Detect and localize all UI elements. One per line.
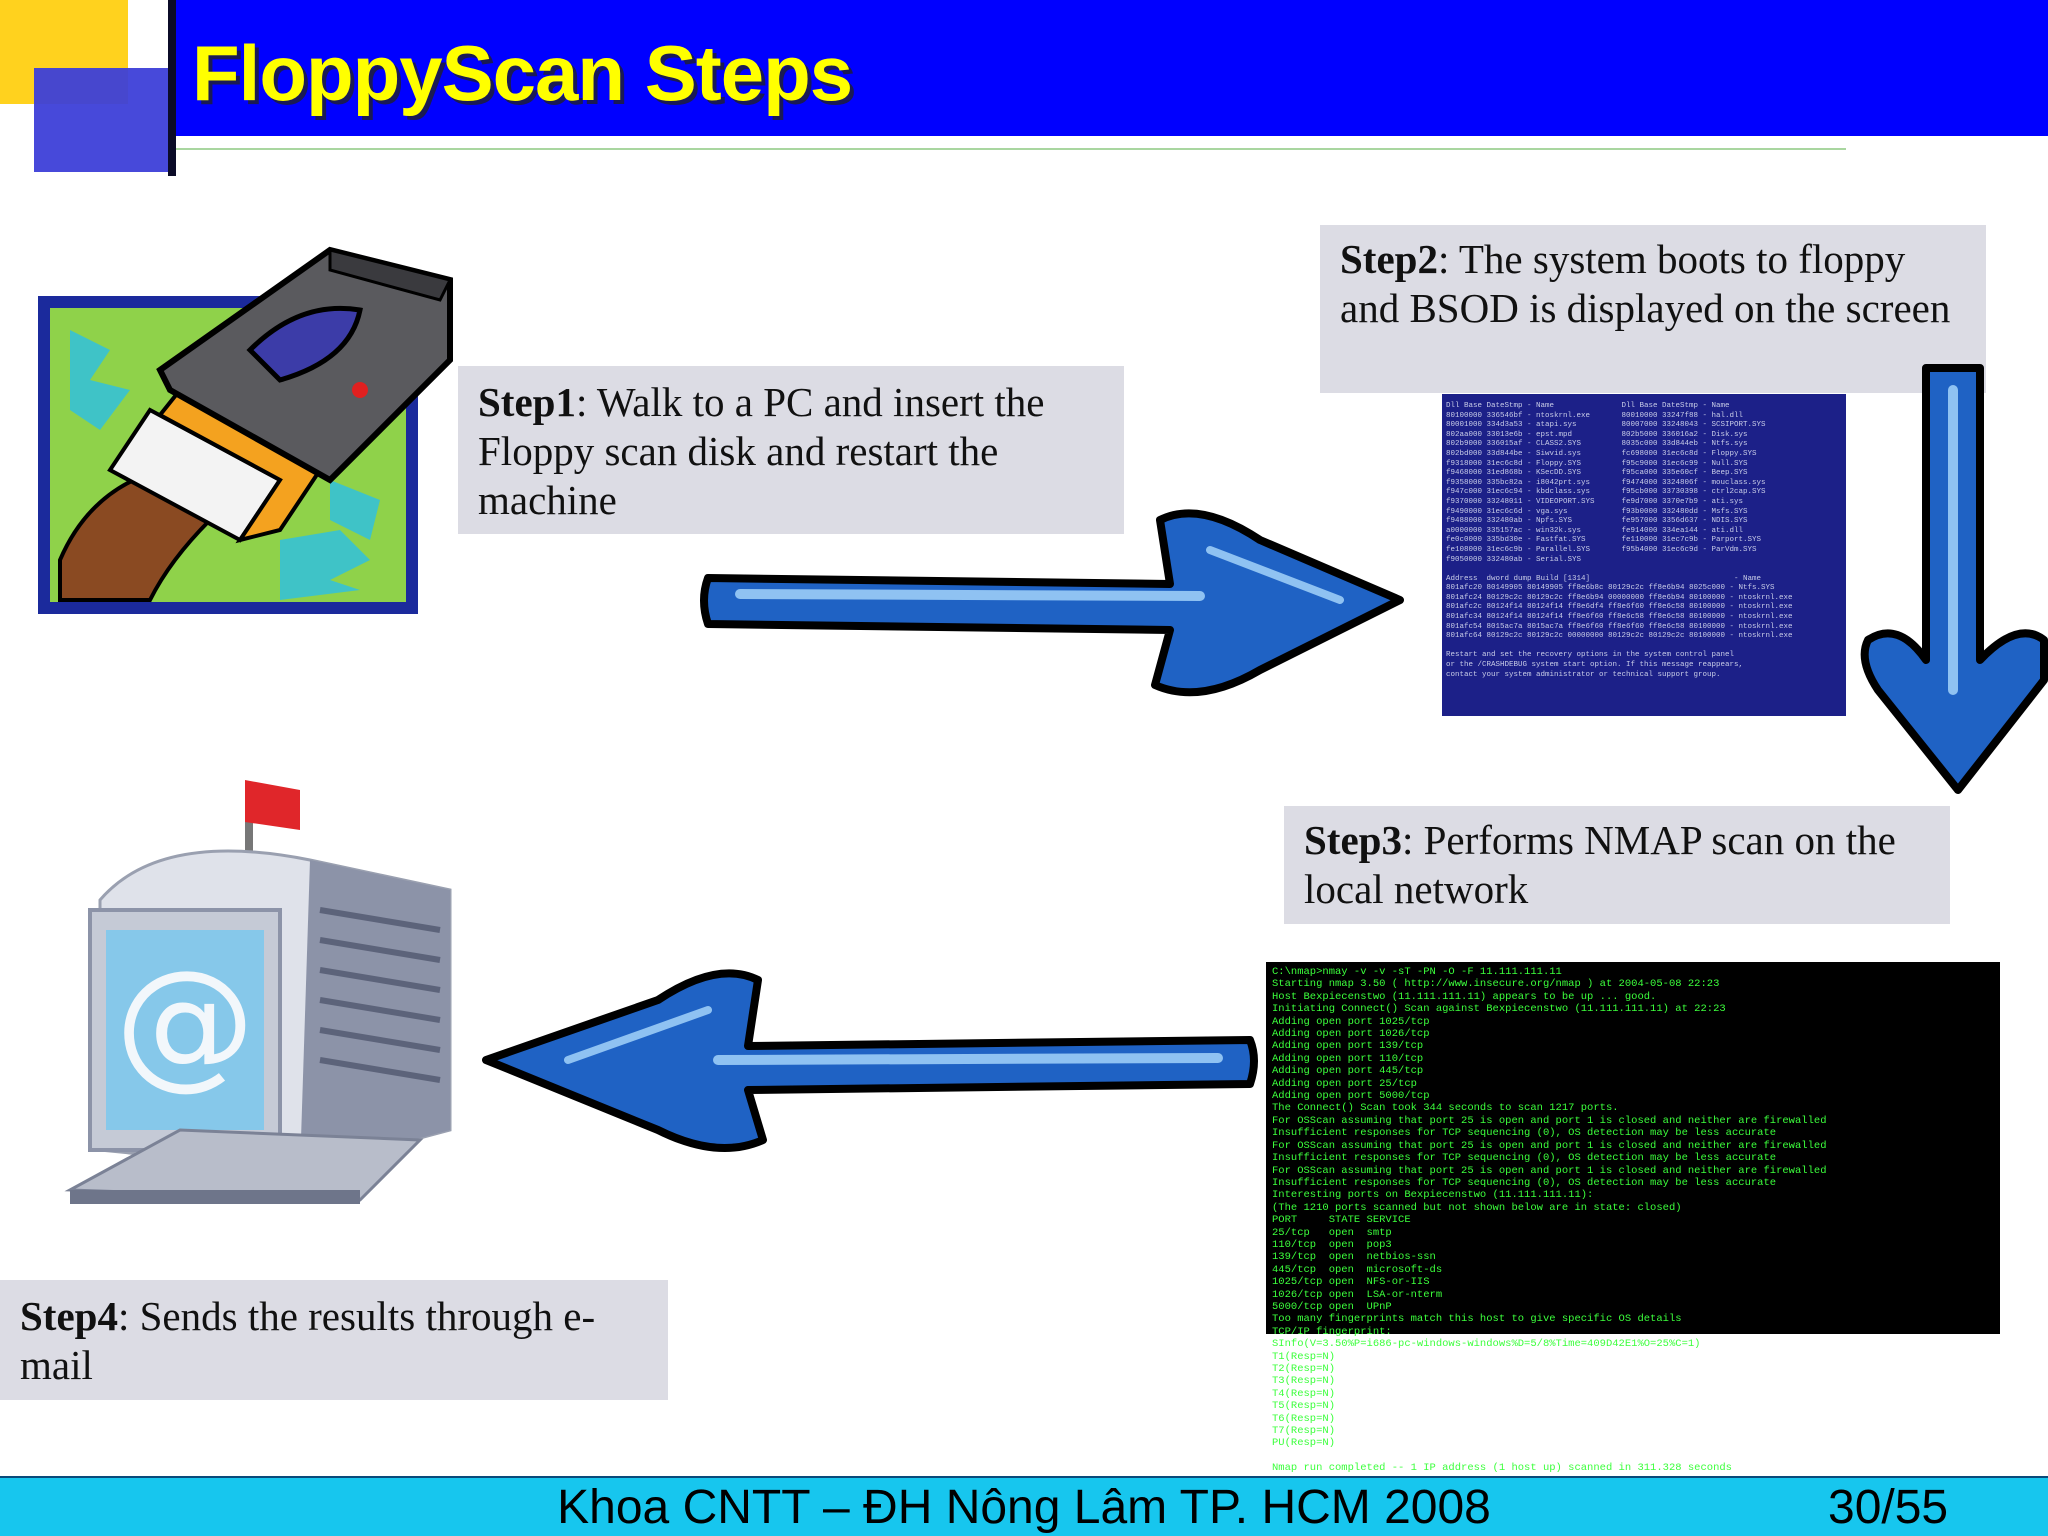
step3-box: Step3: Performs NMAP scan on the local n… — [1284, 806, 1950, 924]
nmap-screenshot: C:\nmap>nmay -v -v -sT -PN -O -F 11.111.… — [1266, 962, 2000, 1474]
floppy-drive-icon — [38, 246, 453, 614]
svg-text:@: @ — [115, 941, 255, 1104]
arrow-down-icon — [1860, 364, 2048, 794]
step2-text: : The system boots to floppy and BSOD is… — [1340, 236, 1951, 331]
step1-text: : Walk to a PC and insert the Floppy sca… — [478, 379, 1045, 523]
step2-label: Step2 — [1340, 236, 1438, 282]
page-title: FloppyScan Steps — [192, 29, 853, 117]
mailbox-computer-icon: @ — [64, 780, 452, 1204]
step4-text: : Sends the results through e-mail — [20, 1293, 596, 1388]
decor-square-purple — [34, 68, 170, 172]
header-bar — [176, 0, 2048, 136]
arrow-right-icon — [700, 509, 1404, 697]
step3-text: : Performs NMAP scan on the local networ… — [1304, 817, 1896, 912]
header-stripe — [168, 0, 176, 176]
step1-box: Step1: Walk to a PC and insert the Flopp… — [458, 366, 1124, 534]
step2-box: Step2: The system boots to floppy and BS… — [1320, 225, 1986, 393]
bsod-screenshot: Dll Base DateStmp - Name Dll Base DateSt… — [1442, 394, 1846, 716]
step3-label: Step3 — [1304, 817, 1402, 863]
step1-label: Step1 — [478, 379, 576, 425]
footer-bar — [0, 1476, 2048, 1536]
footer-text: Khoa CNTT – ĐH Nông Lâm TP. HCM 2008 — [557, 1481, 1491, 1534]
arrow-left-icon — [482, 969, 1258, 1152]
step4-label: Step4 — [20, 1293, 118, 1339]
step4-box: Step4: Sends the results through e-mail — [0, 1280, 668, 1400]
page-number: 30/55 — [1828, 1481, 1949, 1534]
header-underline — [176, 148, 1846, 150]
